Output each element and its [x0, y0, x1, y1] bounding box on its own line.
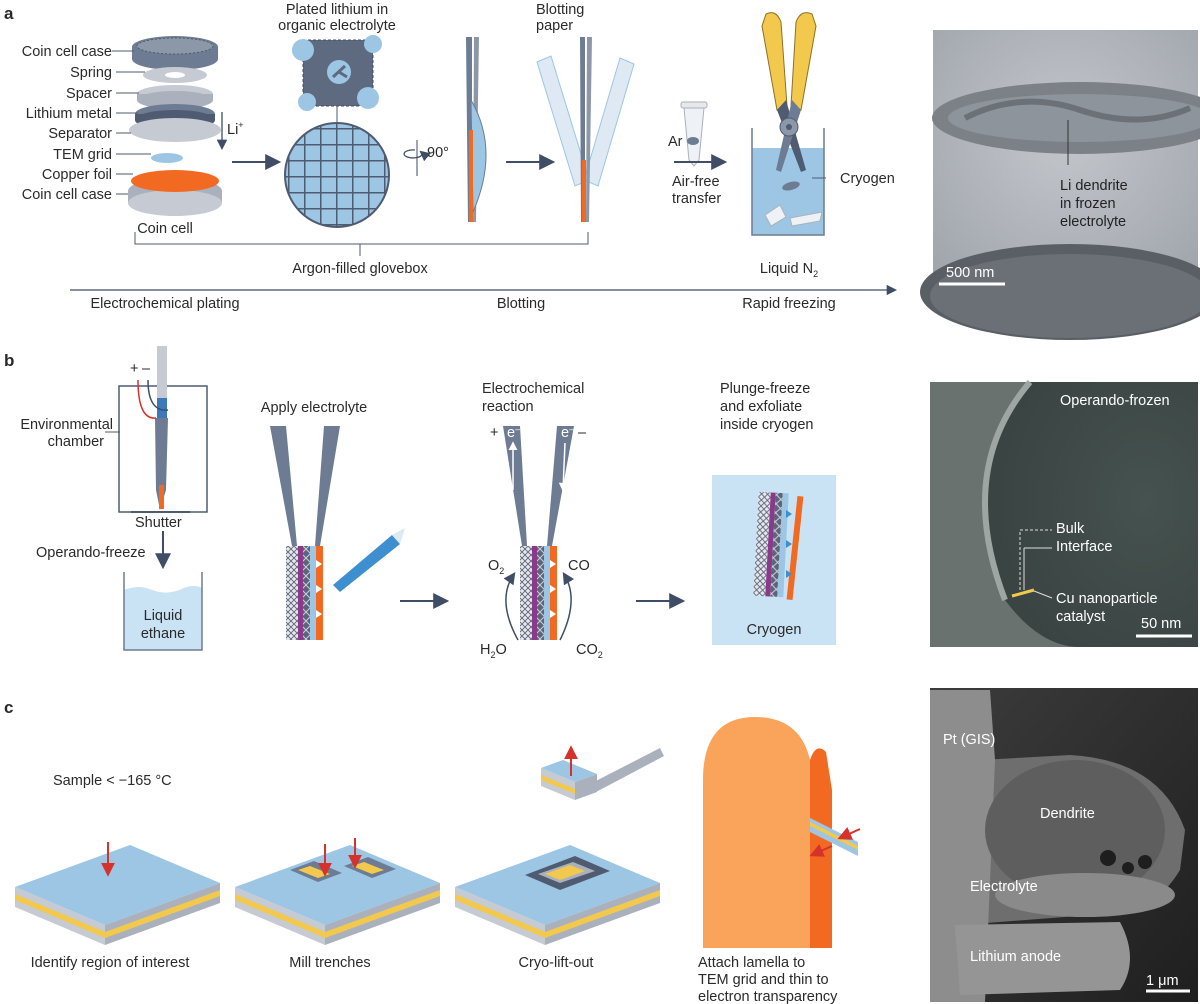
mic-c-anode: Lithium anode: [970, 949, 1061, 965]
mic-a-label-1: Li dendrite: [1060, 178, 1128, 194]
liquid-ethane-label-1: Liquid: [144, 608, 183, 624]
h2o-label: H2O: [480, 642, 507, 660]
glovebox-label: Argon-filled glovebox: [292, 261, 428, 277]
panel-c-label: c: [4, 698, 13, 717]
plus-electrode: +: [490, 425, 498, 441]
mic-b-cu-1: Cu nanoparticle: [1056, 591, 1158, 607]
part-spacer: Spacer: [66, 86, 112, 102]
plus-terminal: +: [130, 361, 138, 377]
shutter-label: Shutter: [135, 515, 182, 531]
block-identify: [15, 842, 220, 945]
part-coin-cell-case-bottom: Coin cell case: [22, 187, 112, 203]
echem-label-2: reaction: [482, 399, 534, 415]
electron-left: e–: [507, 424, 520, 441]
panel-b-label: b: [4, 351, 14, 370]
scale-50nm: 50 nm: [1141, 616, 1181, 632]
plunge-label-3: inside cryogen: [720, 417, 814, 433]
ar-label: Ar: [668, 134, 683, 150]
o2-label: O2: [488, 558, 504, 576]
part-tem-grid: TEM grid: [53, 147, 112, 163]
part-spring: Spring: [70, 65, 112, 81]
airfree-label-2: transfer: [672, 191, 721, 207]
apply-electrolyte-tweezer: [270, 426, 405, 640]
env-chamber-label-1: Environmental: [20, 417, 113, 433]
cryogen-label-a: Cryogen: [840, 171, 895, 187]
plunge-label-1: Plunge-freeze: [720, 381, 810, 397]
tem-grid-icon: [284, 122, 390, 228]
sample-temperature: Sample < −165 °C: [53, 773, 172, 789]
plated-label-2: organic electrolyte: [278, 18, 396, 34]
plated-label-1: Plated lithium in: [286, 2, 388, 18]
cryogen-box: [712, 475, 836, 645]
liquid-ethane-label-2: ethane: [141, 626, 185, 642]
tweezer-with-grid: [466, 37, 487, 222]
block-mill-trenches: [235, 838, 440, 945]
co2-label: CO2: [576, 642, 603, 660]
mic-b-title: Operando-frozen: [1060, 393, 1170, 409]
glovebox-bracket: [134, 232, 589, 245]
co-label: CO: [568, 558, 590, 574]
pliers-icon: [761, 12, 817, 172]
part-copper-foil: Copper foil: [42, 167, 112, 183]
cryogen-beaker: [751, 128, 825, 236]
liquid-ethane-beaker: [123, 572, 203, 651]
part-coin-cell-case-top: Coin cell case: [22, 44, 112, 60]
step-identify: Identify region of interest: [31, 955, 190, 971]
operando-freeze-label: Operando-freeze: [36, 545, 146, 561]
step-rapid-freezing: Rapid freezing: [742, 296, 836, 312]
part-lithium-metal: Lithium metal: [26, 106, 112, 122]
minus-electrode: –: [578, 425, 587, 441]
rotation-label: 90°: [427, 145, 449, 161]
blotting-label-2: paper: [536, 18, 573, 34]
rotate-icon: [403, 149, 431, 162]
scale-500nm: 500 nm: [946, 265, 994, 281]
tem-grid-post: [703, 717, 861, 948]
step-electrochemical-plating: Electrochemical plating: [90, 296, 239, 312]
coin-cell-leaders: [112, 50, 151, 195]
li-ion-label: Li+: [227, 120, 244, 138]
mic-a-label-2: in frozen: [1060, 196, 1116, 212]
plunge-label-2: and exfoliate: [720, 399, 802, 415]
step-cryo-lift-out: Cryo-lift-out: [519, 955, 594, 971]
liquid-n2-label: Liquid N2: [760, 261, 818, 279]
mic-c-pt: Pt (GIS): [943, 732, 995, 748]
blotting-label-1: Blotting: [536, 2, 584, 18]
blotting-paper-tweezer: [536, 37, 635, 222]
environmental-chamber: [118, 346, 208, 513]
coin-cell-stack: [128, 36, 222, 216]
mic-a-label-3: electrolyte: [1060, 214, 1126, 230]
part-separator: Separator: [48, 126, 112, 142]
attach-label-2: TEM grid and thin to: [698, 972, 829, 988]
mic-b-interface: Interface: [1056, 539, 1112, 555]
attach-label-1: Attach lamella to: [698, 955, 805, 971]
minus-terminal: –: [142, 361, 151, 377]
scale-1um: 1 μm: [1146, 973, 1179, 989]
env-chamber-label-2: chamber: [48, 434, 105, 450]
mic-b-bulk: Bulk: [1056, 521, 1085, 537]
panel-a-label: a: [4, 4, 14, 23]
electron-right: e–: [561, 424, 574, 441]
coin-cell-label: Coin cell: [137, 221, 193, 237]
mic-c-dendrite: Dendrite: [1040, 806, 1095, 822]
plated-lithium-inset: [292, 35, 382, 111]
step-blotting: Blotting: [497, 296, 545, 312]
micrograph-b: Operando-frozen Bulk Interface Cu nanopa…: [930, 380, 1198, 647]
apply-electrolyte-label: Apply electrolyte: [261, 400, 367, 416]
mic-b-cu-2: catalyst: [1056, 609, 1105, 625]
attach-label-3: electron transparency: [698, 989, 838, 1004]
block-lift-out: [455, 745, 664, 945]
reaction-tweezer: [503, 426, 575, 641]
micrograph-c: Pt (GIS) Dendrite Electrolyte Lithium an…: [930, 688, 1198, 1002]
airfree-label-1: Air-free: [672, 174, 720, 190]
step-mill-trenches: Mill trenches: [289, 955, 370, 971]
echem-label-1: Electrochemical: [482, 381, 584, 397]
cryogen-label-b: Cryogen: [747, 622, 802, 638]
vial-icon: [680, 101, 708, 167]
mic-c-electrolyte: Electrolyte: [970, 879, 1038, 895]
micrograph-a: Li dendrite in frozen electrolyte 500 nm: [920, 30, 1200, 340]
